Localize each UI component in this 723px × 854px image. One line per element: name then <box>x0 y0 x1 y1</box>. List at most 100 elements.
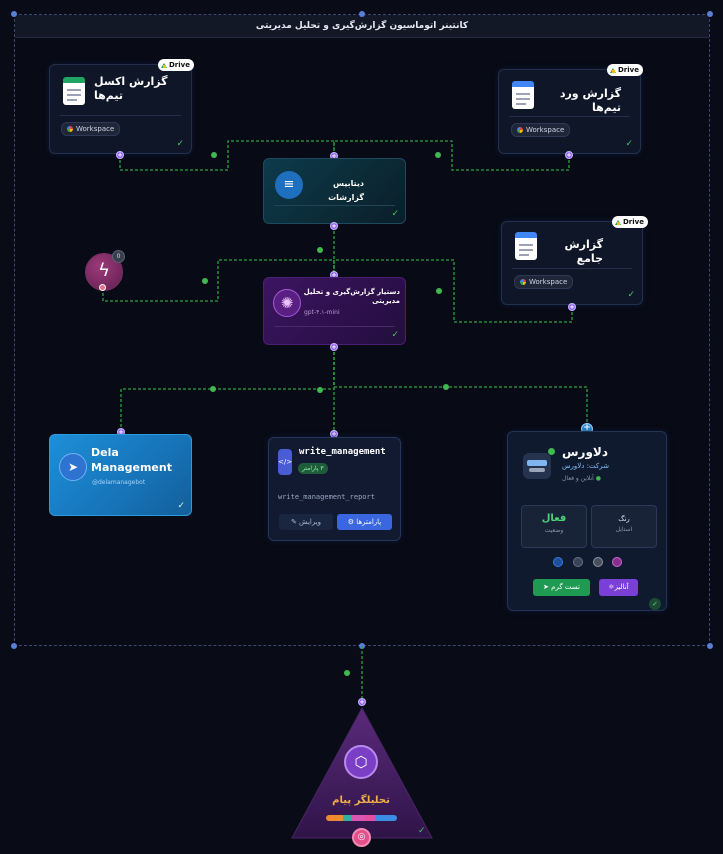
workspace-badge: Workspace <box>511 123 571 137</box>
style-box: رنگ استایل <box>591 505 657 548</box>
check-icon: ✓ <box>625 139 633 149</box>
code-icon: </> <box>278 449 292 475</box>
resize-handle-bottom-left[interactable] <box>11 643 17 649</box>
drive-icon <box>610 67 616 73</box>
node-title: Management <box>91 461 172 474</box>
channel-color-bar <box>326 815 397 821</box>
output-port[interactable]: + <box>568 303 576 311</box>
node-telegram[interactable]: ➤ Dela Management @delamanagebot ✓ <box>49 434 192 516</box>
color-swatch-slate[interactable] <box>573 557 583 567</box>
agent-avatar <box>523 453 551 479</box>
color-swatch-gray[interactable] <box>593 557 603 567</box>
params-count-badge: ۳ پارامتر <box>298 463 328 474</box>
edge-assistant-telegram <box>120 347 335 431</box>
check-icon: ✓ <box>649 598 661 610</box>
container-title: کانتینر اتوماسیون گزارش‌گیری و تحلیل مدی… <box>15 15 709 38</box>
function-name: write_management_report <box>278 493 375 501</box>
node-ai-assistant[interactable]: ✺ دستیار گزارش‌گیری و تحلیل مدیریتی gpt-… <box>263 277 406 345</box>
agent-company: شرکت: دلاورس <box>562 462 609 470</box>
edge-midpoint[interactable] <box>344 670 350 676</box>
node-title: تیم‌ها <box>94 89 124 102</box>
check-icon: ✓ <box>177 501 185 511</box>
edge-midpoint[interactable] <box>443 384 449 390</box>
edit-button[interactable]: ویرایش ✎ <box>279 514 333 530</box>
edge-assistant-agent <box>333 347 588 429</box>
openai-icon: ✺ <box>273 289 301 317</box>
check-icon: ✓ <box>176 139 184 149</box>
count-badge: 0 <box>112 250 125 263</box>
resize-handle-bottom-right[interactable] <box>707 643 713 649</box>
node-excel-report[interactable]: گزارش اکسل تیم‌ها Workspace ✓ <box>49 64 192 154</box>
warm-test-button[interactable]: تست گرم ➤ <box>533 579 590 596</box>
agent-status: ● آنلاین و فعال <box>562 475 601 482</box>
edge-midpoint[interactable] <box>317 247 323 253</box>
check-icon: ✓ <box>418 826 426 836</box>
color-swatch-blue[interactable] <box>553 557 563 567</box>
check-icon: ✓ <box>391 209 399 219</box>
drive-badge: Drive <box>607 64 643 76</box>
document-icon <box>512 81 534 109</box>
node-title: Dela <box>91 446 119 459</box>
gear-icon: ⚙ <box>347 518 355 526</box>
edge-midpoint[interactable] <box>211 152 217 158</box>
drive-badge: Drive <box>158 59 194 71</box>
status-dot-icon: ● <box>595 475 601 482</box>
edge-midpoint[interactable] <box>317 387 323 393</box>
output-port[interactable]: + <box>330 222 338 230</box>
drive-icon <box>615 219 621 225</box>
node-title: گزارش ورد تیم‌ها <box>559 87 621 114</box>
spreadsheet-icon <box>63 77 85 105</box>
analyze-button[interactable]: آنالیز⚛ <box>599 579 638 596</box>
node-title: گزارش جامع <box>564 238 603 265</box>
resize-handle-top-right[interactable] <box>707 11 713 17</box>
node-general-report[interactable]: گزارش جامع Workspace ✓ <box>501 221 643 305</box>
node-agent[interactable]: دلاورس شرکت: دلاورس ● آنلاین و فعال فعال… <box>507 431 667 611</box>
drive-badge: Drive <box>612 216 648 228</box>
edge-midpoint[interactable] <box>436 288 442 294</box>
output-port[interactable]: + <box>330 343 338 351</box>
edge-midpoint[interactable] <box>210 386 216 392</box>
send-icon: ➤ <box>543 583 549 591</box>
node-title: دستیار گزارش‌گیری و تحلیل <box>303 288 400 296</box>
google-icon <box>520 279 526 285</box>
params-button[interactable]: پارامترها ⚙ <box>337 514 392 530</box>
drive-icon <box>161 62 167 68</box>
edge-midpoint[interactable] <box>202 278 208 284</box>
online-indicator <box>547 447 556 456</box>
output-port[interactable]: + <box>565 151 573 159</box>
pencil-icon: ✎ <box>290 518 297 526</box>
document-icon <box>515 232 537 260</box>
workspace-badge: Workspace <box>514 275 574 289</box>
output-port[interactable]: + <box>116 151 124 159</box>
telegram-icon: ➤ <box>59 453 87 481</box>
database-icon: ≡ <box>275 171 303 199</box>
output-port[interactable] <box>99 284 106 291</box>
style-label: استایل <box>615 526 633 533</box>
resize-handle-top[interactable] <box>359 11 365 17</box>
node-database[interactable]: ≡ دیتابیس گزارشات ✓ <box>263 158 406 224</box>
color-label: رنگ <box>618 515 630 523</box>
check-icon: ✓ <box>627 290 635 300</box>
node-word-report[interactable]: گزارش ورد تیم‌ها Workspace ✓ <box>498 69 641 154</box>
node-title: دیتابیس گزارشات <box>328 179 364 202</box>
edge-midpoint[interactable] <box>435 152 441 158</box>
resize-handle-top-left[interactable] <box>11 11 17 17</box>
input-port[interactable]: + <box>358 698 366 706</box>
node-title: تحلیلگر پیام <box>332 795 390 806</box>
bot-handle: @delamanagebot <box>92 479 146 486</box>
function-title: write_management <box>299 447 386 457</box>
node-title: مدیریتی <box>372 297 400 305</box>
google-icon <box>67 126 73 132</box>
state-value: فعال <box>541 513 567 524</box>
state-box: فعال وضعیت <box>521 505 587 548</box>
state-label: وضعیت <box>544 527 564 534</box>
cube-icon: ⬡ <box>344 745 378 779</box>
model-name: gpt-۴.۱-mini <box>304 309 340 316</box>
output-port-icon[interactable]: ◎ <box>352 828 371 847</box>
analytics-icon: ⚛ <box>608 583 615 591</box>
node-function[interactable]: </> write_management ۳ پارامتر write_man… <box>268 437 401 541</box>
lightning-icon: ϟ <box>98 260 110 281</box>
check-icon: ✓ <box>391 330 399 340</box>
color-swatch-purple[interactable] <box>612 557 622 567</box>
edge-word-database <box>333 140 570 171</box>
